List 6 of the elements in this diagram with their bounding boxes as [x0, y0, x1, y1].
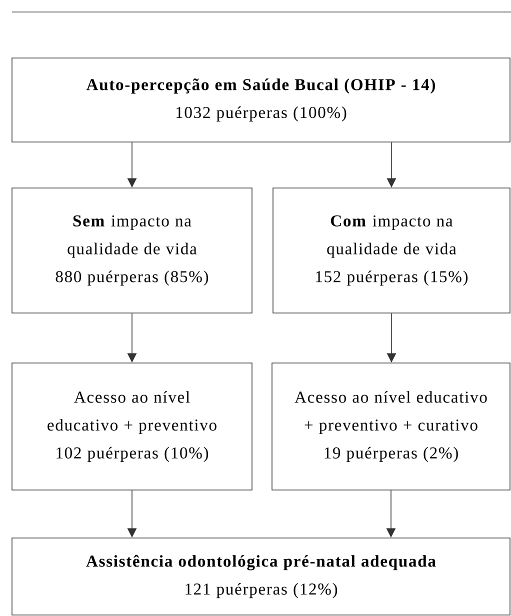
process-box: Acesso ao nível educativo + preventivo 102 puérperas (10%) — [12, 362, 252, 490]
process-box: Sem impacto na qualidade de vida 880 puérperas (85%) — [12, 188, 252, 314]
process-box: Auto-percepção em Saúde Bucal (OHIP - 14) 1032 puérperas (100%) — [12, 58, 510, 142]
process-box: Acesso ao nível educativo + preventivo + curativo 19 puérperas (2%) — [272, 362, 510, 490]
process-box: Com impacto na qualidade de vida 152 puérperas (15%) — [272, 188, 510, 314]
process-box: Assistência odontológica pré-natal adequada 121 puérperas (12%) — [12, 538, 510, 616]
